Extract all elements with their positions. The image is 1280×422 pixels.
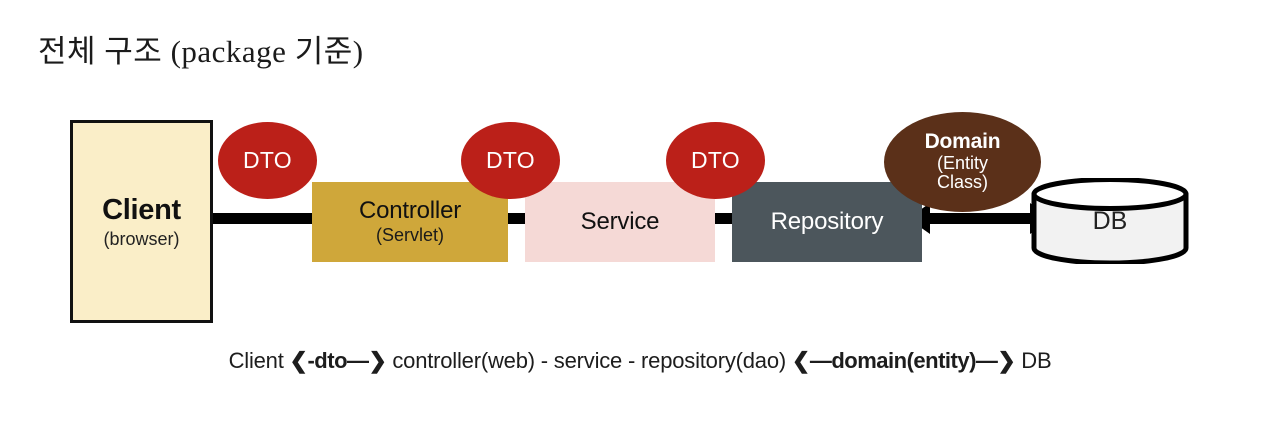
node-repository-title: Repository [770, 207, 884, 235]
diagram-caption: Client ❮-dto—❯ controller(web) - service… [0, 348, 1280, 374]
caption-part-2: controller(web) - service - repository(d… [386, 348, 792, 373]
badge-domain-subtitle-line-1: (Entity [936, 152, 988, 173]
page-title: 전체 구조 (package 기준) [38, 34, 364, 69]
caption-part-3: DB [1015, 348, 1052, 373]
caption-part-1: Client [228, 348, 290, 373]
caption-emphasis-domain: ❮—domain(entity)—❯ [791, 348, 1016, 373]
badge-domain-subtitle-line-2: Class) [936, 172, 988, 193]
node-controller[interactable]: Controller (Servlet) [312, 182, 508, 262]
badge-dto-2[interactable]: DTO [461, 122, 560, 199]
badge-dto-1[interactable]: DTO [218, 122, 317, 199]
node-client[interactable]: Client (browser) [70, 120, 213, 323]
node-controller-title: Controller [358, 197, 462, 225]
badge-dto-3[interactable]: DTO [666, 122, 765, 199]
diagram-canvas: Client (browser) Controller (Servlet) Se… [0, 100, 1280, 340]
node-client-subtitle: (browser) [103, 228, 180, 249]
caption-emphasis-dto: ❮-dto—❯ [289, 348, 387, 373]
node-service[interactable]: Service [525, 182, 715, 262]
node-repository[interactable]: Repository [732, 182, 922, 262]
node-service-title: Service [580, 207, 660, 235]
badge-domain-title: Domain [924, 130, 1001, 154]
node-controller-subtitle: (Servlet) [375, 225, 444, 246]
node-db[interactable] [1029, 178, 1191, 264]
node-client-title: Client [102, 194, 181, 227]
badge-domain[interactable]: Domain (Entity Class) [884, 112, 1041, 212]
